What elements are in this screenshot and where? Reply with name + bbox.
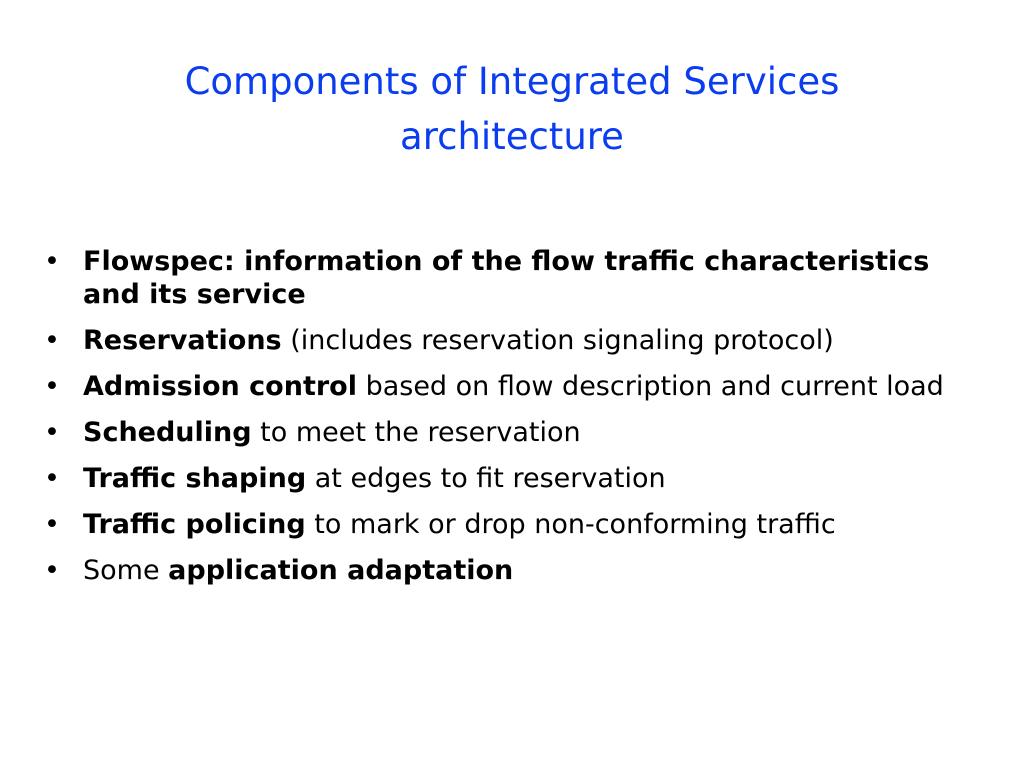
title-line-1: Components of Integrated Services (184, 60, 840, 103)
bullet-reservations-bold: Reservations (83, 325, 282, 356)
bullet-admission-control-bold: Admission control (83, 371, 357, 402)
bullet-traffic-policing: • Traffic policing to mark or drop non-c… (44, 508, 994, 541)
bullet-application-adaptation-bold: application adaptation (168, 555, 514, 586)
bullet-scheduling: • Scheduling to meet the reservation (44, 416, 994, 449)
bullet-flowspec: • Flowspec: information of the flow traf… (44, 245, 994, 311)
bullet-scheduling-bold: Scheduling (83, 417, 252, 448)
bullet-dot-icon: • (44, 371, 60, 402)
bullet-scheduling-text: to meet the reservation (251, 417, 581, 448)
bullet-traffic-shaping-bold: Traffic shaping (83, 463, 307, 494)
bullet-dot-icon: • (44, 246, 60, 277)
slide-title: Components of Integrated Services archit… (60, 54, 964, 164)
bullet-reservations: • Reservations (includes reservation sig… (44, 324, 994, 357)
bullet-reservations-text: (includes reservation signaling protocol… (281, 325, 834, 356)
bullet-application-adaptation-text: Some (83, 555, 169, 586)
bullet-admission-control: • Admission control based on flow descri… (44, 370, 994, 403)
bullet-dot-icon: • (44, 463, 60, 494)
bullet-dot-icon: • (44, 555, 60, 586)
bullet-traffic-shaping: • Traffic shaping at edges to fit reserv… (44, 462, 994, 495)
bullet-traffic-shaping-text: at edges to fit reservation (306, 463, 666, 494)
bullet-flowspec-bold: Flowspec: information of the flow traffi… (83, 246, 930, 310)
bullet-dot-icon: • (44, 509, 60, 540)
title-line-2: architecture (400, 115, 624, 158)
bullet-dot-icon: • (44, 325, 60, 356)
bullet-application-adaptation: • Some application adaptation (44, 554, 994, 587)
bullet-admission-control-text: based on flow description and current lo… (356, 371, 944, 402)
bullet-traffic-policing-bold: Traffic policing (83, 509, 306, 540)
bullet-list: • Flowspec: information of the flow traf… (44, 245, 994, 600)
bullet-traffic-policing-text: to mark or drop non-conforming traffic (305, 509, 836, 540)
bullet-dot-icon: • (44, 417, 60, 448)
